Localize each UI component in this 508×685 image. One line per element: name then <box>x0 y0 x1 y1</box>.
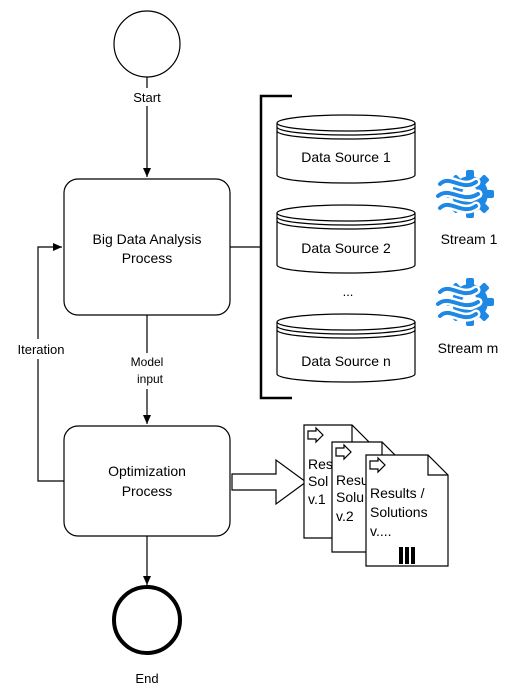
start-event <box>113 10 181 78</box>
send-arrow-icon <box>369 456 386 474</box>
send-arrow-icon <box>335 443 352 461</box>
big-data-analysis-process <box>63 178 231 316</box>
stream-gear-icon-m <box>433 278 494 326</box>
model-input-label-bg <box>124 353 170 389</box>
optimization-label-line2: Process <box>122 483 173 499</box>
data-source-2: Data Source 2 <box>276 204 416 274</box>
results-document-3: Results / Solutions v.... <box>365 454 449 567</box>
big-data-label-line1: Big Data Analysis <box>93 231 202 247</box>
results-3-line1: Results / <box>370 485 425 501</box>
results-2-line2: Solu <box>336 489 364 505</box>
optimization-label-line1: Optimization <box>108 463 186 479</box>
stream-1-label: Stream 1 <box>441 231 498 247</box>
results-2-line3: v.2 <box>336 508 354 524</box>
stream-gear-icon-1 <box>433 170 494 218</box>
results-1-line3: v.1 <box>308 491 326 507</box>
data-source-n: Data Source n <box>276 313 416 383</box>
end-label: End <box>135 671 158 685</box>
data-sources-bracket <box>259 94 292 400</box>
data-source-ellipsis: ... <box>343 284 354 299</box>
model-input-line2: input <box>137 372 164 386</box>
end-event <box>112 585 182 655</box>
edge-iteration-loop <box>37 243 64 482</box>
results-1-line2: Sol <box>308 473 328 489</box>
data-source-1: Data Source 1 <box>276 114 416 184</box>
data-source-2-label: Data Source 2 <box>301 240 391 256</box>
data-source-1-label: Data Source 1 <box>301 149 391 165</box>
stream-m-label: Stream m <box>438 340 499 356</box>
iteration-label: Iteration <box>18 342 65 357</box>
results-3-line3: v.... <box>370 523 392 539</box>
big-data-label-line2: Process <box>122 250 173 266</box>
results-1-line1: Res <box>308 456 333 472</box>
data-source-n-label: Data Source n <box>301 353 391 369</box>
start-label: Start <box>133 90 161 105</box>
results-3-line2: Solutions <box>370 504 428 520</box>
send-arrow-icon <box>307 426 324 444</box>
iteration-label-bg <box>10 339 72 359</box>
output-block-arrow <box>231 458 308 506</box>
start-label-bg <box>129 88 163 106</box>
collection-marker-icon <box>399 547 415 564</box>
results-2-line1: Resu <box>336 472 369 488</box>
model-input-line1: Model <box>131 355 164 369</box>
optimization-process <box>63 425 231 537</box>
